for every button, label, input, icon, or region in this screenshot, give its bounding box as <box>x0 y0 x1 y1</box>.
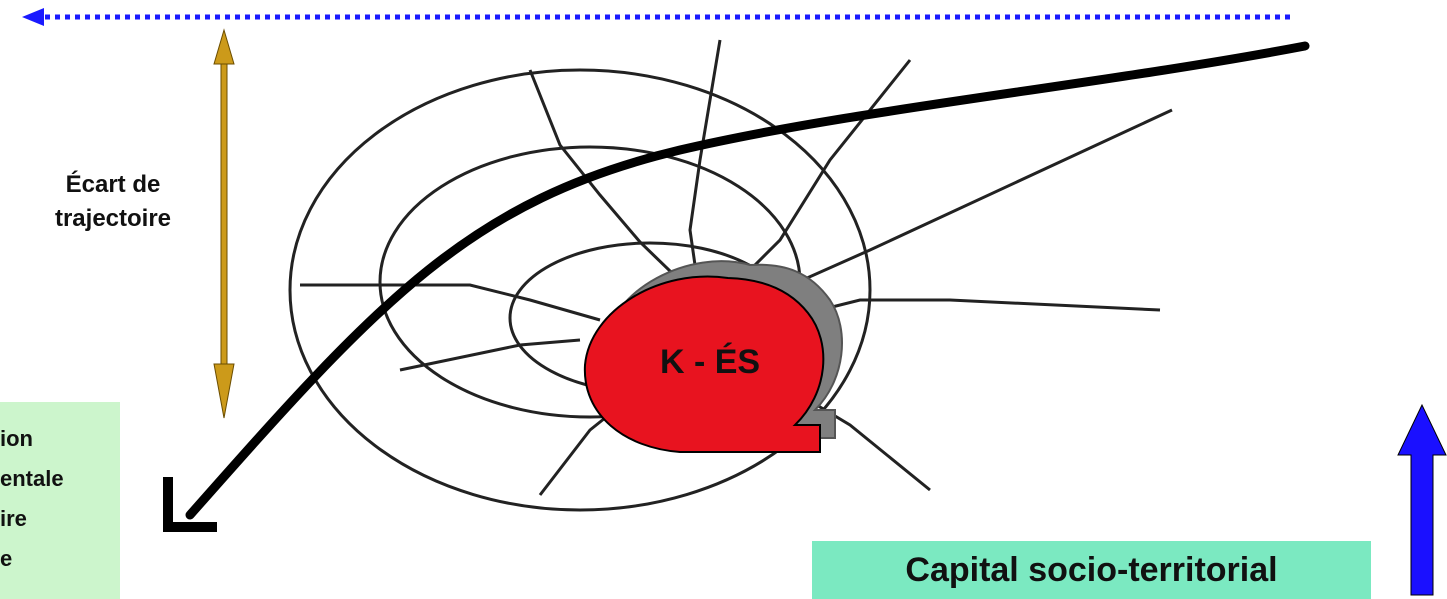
trajectory-curve <box>163 41 1310 532</box>
capital-box <box>812 541 1371 599</box>
cropped-text-box: ion entale ire e <box>0 402 120 599</box>
trajectory-gap-label: Écart de trajectoire <box>18 168 208 236</box>
trajectory-gap-arrow <box>213 28 235 419</box>
k-es-center-shape <box>583 260 843 453</box>
capital-label: Capital socio-territorial <box>905 551 1278 589</box>
cropped-box-line-2: entale <box>0 466 64 491</box>
trajectory-gap-label-line-1: Écart de <box>65 171 161 198</box>
cropped-box-line-3: ire <box>0 506 27 531</box>
cropped-box-line-1: ion <box>0 426 33 451</box>
trajectory-gap-label-line-2: trajectoire <box>54 205 172 232</box>
cropped-box-line-4: e <box>0 546 13 571</box>
up-arrow <box>1397 403 1447 596</box>
dotted-left-arrow <box>22 8 1290 26</box>
k-es-label: K - ÉS <box>659 343 761 381</box>
